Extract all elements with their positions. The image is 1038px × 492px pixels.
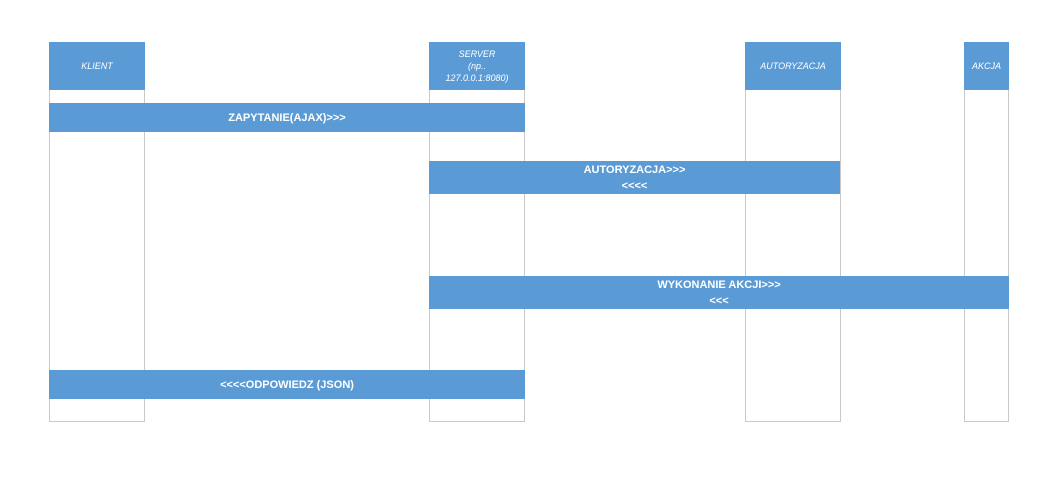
message-autoryzacja: AUTORYZACJA>>> <<<<	[429, 161, 840, 194]
lane-server: SERVER (np.. 127.0.0.1:8080)	[429, 42, 525, 422]
message-zapytanie-line1: ZAPYTANIE(AJAX)>>>	[228, 111, 346, 124]
message-wykonanie-line2: <<<	[709, 294, 729, 307]
lane-header-autoryzacja: AUTORYZACJA	[745, 42, 841, 90]
lane-akcja: AKCJA	[964, 42, 1009, 422]
lane-autoryzacja: AUTORYZACJA	[745, 42, 841, 422]
message-zapytanie: ZAPYTANIE(AJAX)>>>	[49, 103, 525, 132]
message-odpowiedz: <<<<ODPOWIEDZ (JSON)	[49, 370, 525, 399]
lane-header-server: SERVER (np.. 127.0.0.1:8080)	[429, 42, 525, 90]
lane-klient: KLIENT	[49, 42, 145, 422]
message-odpowiedz-line1: <<<<ODPOWIEDZ (JSON)	[220, 378, 354, 391]
message-autoryzacja-line2: <<<<	[621, 179, 648, 192]
lane-header-klient: KLIENT	[49, 42, 145, 90]
message-autoryzacja-line1: AUTORYZACJA>>>	[583, 163, 686, 176]
message-wykonanie: WYKONANIE AKCJI>>> <<<	[429, 276, 1009, 309]
lane-header-akcja: AKCJA	[964, 42, 1009, 90]
message-wykonanie-line1: WYKONANIE AKCJI>>>	[657, 278, 781, 291]
